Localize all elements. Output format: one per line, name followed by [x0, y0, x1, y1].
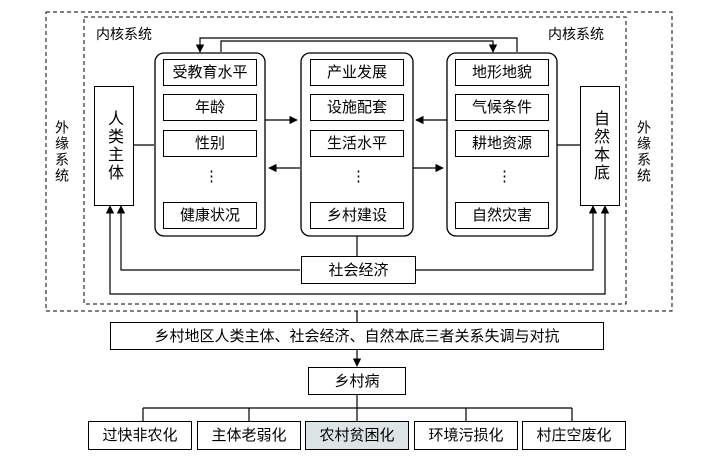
factor-gender: 性别: [163, 130, 257, 157]
economy-factors-ellipsis: ⋮: [351, 167, 366, 185]
outer-system-label-left: 外缘系统: [53, 120, 69, 184]
factor-education: 受教育水平: [163, 59, 257, 86]
conflict-statement-box: 乡村地区人类主体、社会经济、自然本底三者关系失调与对抗: [110, 322, 604, 350]
nature-factors-group: [446, 52, 558, 237]
factor-climate: 气候条件: [455, 94, 549, 121]
social-economy-box: 社会经济: [301, 256, 416, 284]
inner-system-border: [83, 16, 627, 305]
symptom-aging-weakening: 主体老弱化: [197, 421, 301, 450]
factor-living-standard: 生活水平: [310, 130, 404, 157]
factor-terrain: 地形地貌: [455, 59, 549, 86]
symptom-rural-poverty: 农村贫困化: [305, 421, 409, 450]
factor-farmland: 耕地资源: [455, 130, 549, 157]
factor-health: 健康状况: [163, 202, 257, 229]
symptom-village-hollowing: 村庄空废化: [522, 421, 626, 450]
top-loop-arrow-left: [195, 37, 518, 53]
outer-system-label-right: 外缘系统: [635, 120, 651, 184]
symptom-environmental-pollution: 环境污损化: [414, 421, 518, 450]
arrow-human-nature-loop: [105, 205, 610, 295]
inner-system-label-right: 内核系统: [548, 27, 604, 43]
human-factors-ellipsis: ⋮: [204, 167, 219, 185]
factor-industry: 产业发展: [310, 59, 404, 86]
factor-age: 年龄: [163, 94, 257, 121]
nature-factors-ellipsis: ⋮: [497, 167, 512, 185]
top-loop-arrow-right: [220, 40, 498, 53]
rural-disease-box: 乡村病: [308, 367, 406, 395]
symptom-non-agriculturalization: 过快非农化: [88, 421, 192, 450]
economy-factors-group: [300, 52, 414, 237]
natural-base-box: 自然本底: [580, 86, 620, 206]
human-factors-group: [154, 52, 266, 237]
factor-rural-construction: 乡村建设: [310, 202, 404, 229]
inner-system-label-left: 内核系统: [96, 27, 152, 43]
human-subject-box: 人类主体: [94, 86, 134, 206]
arrow-social-to-nature: [416, 205, 598, 271]
arrow-social-to-human: [116, 205, 300, 271]
factor-facilities: 设施配套: [310, 94, 404, 121]
factor-disasters: 自然灾害: [455, 202, 549, 229]
